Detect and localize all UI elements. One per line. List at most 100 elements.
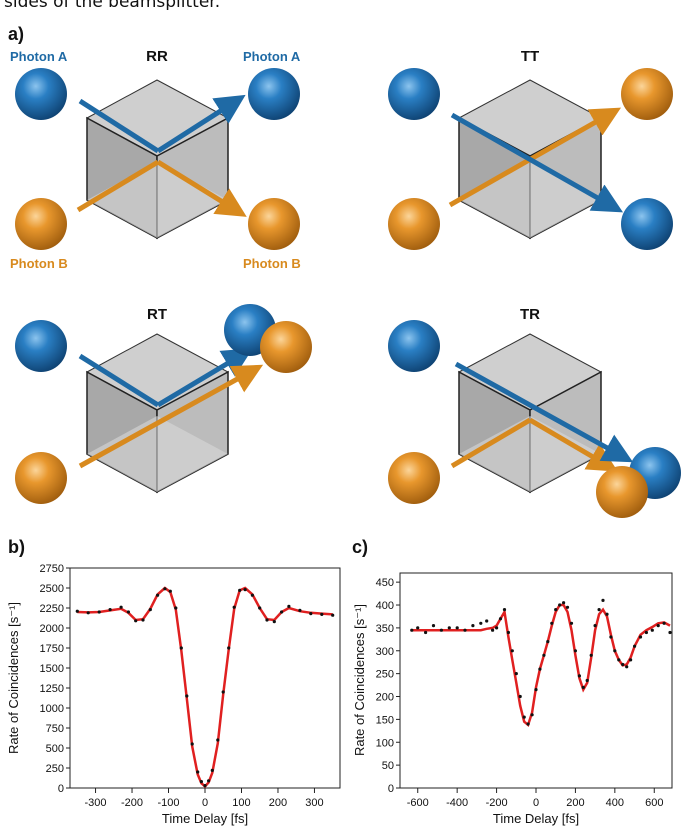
case-label-rr: RR — [146, 48, 168, 65]
case-label-tt: TT — [521, 48, 539, 65]
data-point — [506, 630, 510, 635]
y-tick-label: 1500 — [40, 663, 64, 675]
data-point — [569, 621, 574, 625]
data-point — [542, 653, 546, 657]
fit-curve — [411, 603, 671, 728]
data-point — [638, 635, 643, 639]
data-point — [439, 628, 443, 632]
data-point — [585, 678, 589, 683]
caption-fragment: sides of the beamsplitter. — [0, 0, 686, 10]
beam-b-in — [76, 159, 160, 213]
data-point — [86, 611, 90, 615]
beam-b-out — [528, 417, 618, 472]
x-tick-label: 100 — [232, 797, 250, 809]
case-label-rt: RT — [147, 306, 167, 323]
data-point — [424, 630, 428, 635]
data-point — [609, 635, 613, 639]
data-point — [320, 612, 324, 617]
plot-frame — [69, 567, 341, 789]
x-tick-label: -600 — [407, 797, 429, 809]
y-tick-label: 2750 — [40, 563, 64, 575]
beamsplitter-cube — [85, 79, 230, 240]
photon-a-label-right: Photon A — [243, 49, 301, 64]
beamsplitter-cube — [457, 333, 603, 494]
y-tick-label: 250 — [376, 669, 394, 681]
x-tick-label: 600 — [645, 797, 663, 809]
photon-b-sphere — [388, 452, 440, 504]
caption-text: sides of the beamsplitter. — [4, 0, 221, 10]
data-point — [518, 694, 522, 699]
data-point — [605, 612, 609, 616]
y-tick-label: 50 — [382, 760, 394, 772]
data-point — [463, 628, 467, 632]
panel-b-letter: b) — [8, 537, 25, 557]
data-point — [629, 658, 633, 662]
x-tick-label: -100 — [157, 797, 179, 809]
x-tick-label: -300 — [85, 797, 107, 809]
y-tick-label: 0 — [58, 783, 64, 795]
data-point — [650, 628, 654, 632]
x-tick-label: 0 — [202, 797, 208, 809]
beam-a-transmitted — [454, 361, 634, 463]
data-point — [485, 619, 489, 623]
data-point — [203, 784, 207, 788]
data-point — [573, 649, 578, 653]
y-tick-label: 250 — [46, 763, 64, 775]
data-point — [644, 630, 649, 635]
data-point — [491, 628, 495, 632]
data-point — [196, 770, 200, 774]
x-tick-label: -400 — [446, 797, 468, 809]
data-point — [179, 646, 183, 650]
data-point — [265, 618, 269, 622]
x-tick-label: 300 — [305, 797, 323, 809]
data-point — [550, 621, 554, 625]
beam-a-in — [78, 353, 160, 408]
y-tick-label: 1000 — [40, 703, 64, 715]
data-point — [617, 658, 621, 662]
data-point — [207, 779, 211, 783]
y-tick-label: 2000 — [40, 623, 64, 635]
x-tick-label: -200 — [486, 797, 508, 809]
panel-a-letter: a) — [8, 24, 24, 44]
y-tick-label: 400 — [376, 600, 394, 612]
beam-a-in — [78, 98, 160, 154]
beam-b-out — [156, 159, 247, 217]
data-point — [75, 609, 79, 613]
photon-a-sphere — [15, 68, 67, 120]
plot-frame — [399, 572, 673, 789]
data-point — [416, 626, 420, 630]
data-point — [134, 619, 138, 623]
y-axis-title: Rate of Coincidences [s⁻¹] — [352, 604, 367, 756]
x-tick-label: -200 — [121, 797, 143, 809]
data-point — [97, 610, 101, 614]
y-axis-title: Rate of Coincidences [s⁻¹] — [6, 602, 21, 754]
beamsplitter-cube — [85, 333, 230, 494]
data-point — [498, 617, 503, 621]
data-point — [479, 621, 483, 625]
data-point — [526, 722, 530, 726]
data-point — [280, 610, 284, 614]
data-point — [522, 715, 526, 719]
data-point — [447, 626, 451, 630]
data-point — [633, 644, 637, 648]
data-point — [410, 628, 414, 632]
photon-a-sphere — [388, 320, 440, 372]
case-label-tr: TR — [520, 306, 540, 323]
data-point — [108, 608, 112, 612]
x-tick-label: 0 — [533, 797, 539, 809]
x-tick-label: 400 — [606, 797, 624, 809]
data-point — [597, 608, 601, 612]
y-tick-label: 100 — [376, 737, 394, 749]
data-point — [581, 685, 585, 690]
y-tick-label: 200 — [376, 692, 394, 704]
data-point — [613, 649, 617, 653]
data-point — [668, 630, 672, 635]
data-point — [502, 608, 507, 612]
beam-a-out — [156, 94, 246, 154]
photon-b-label-right: Photon B — [243, 256, 301, 271]
data-point — [471, 624, 475, 628]
data-point — [495, 626, 499, 630]
photon-b-sphere — [15, 452, 67, 504]
